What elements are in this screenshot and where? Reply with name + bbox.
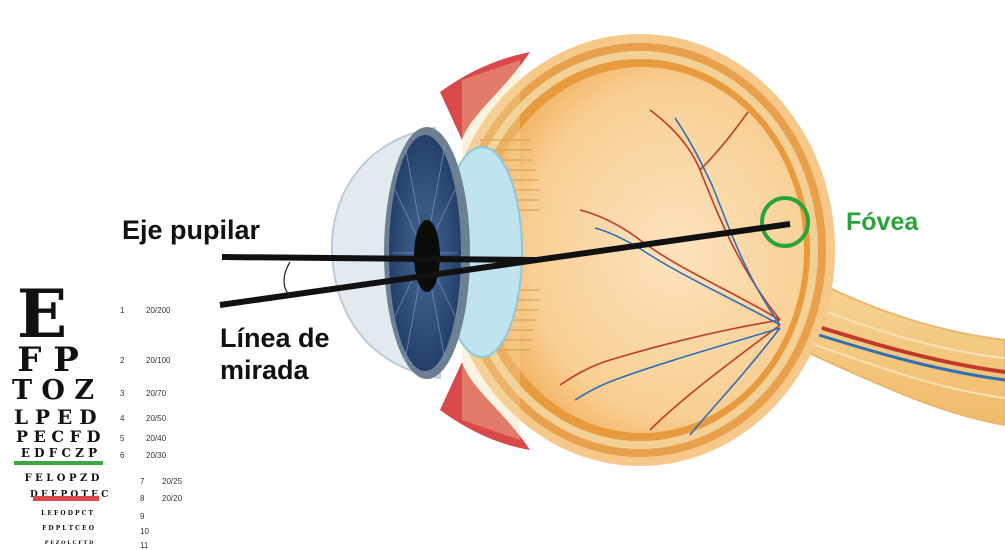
chart-row-number: 8 xyxy=(140,494,144,503)
chart-row-acuity: 20/200 xyxy=(146,306,170,315)
chart-row-number: 6 xyxy=(120,451,124,460)
chart-row-acuity: 20/40 xyxy=(146,434,166,443)
chart-row-letters: P E Z O L C F T D xyxy=(40,540,98,547)
chart-row-number: 10 xyxy=(140,527,149,536)
angle-kappa-arc xyxy=(284,262,290,296)
chart-row-number: 4 xyxy=(120,414,124,423)
chart-row-acuity: 20/25 xyxy=(162,477,182,486)
line-of-sight-label: Línea de mirada xyxy=(220,322,330,386)
pupillary-axis-line xyxy=(222,257,535,260)
iris xyxy=(384,127,470,379)
chart-row-letters: E xyxy=(10,280,74,348)
chart-row-number: 1 xyxy=(120,306,124,315)
chart-row-letters: L E F O D P C T xyxy=(34,510,100,518)
chart-row-acuity: 20/70 xyxy=(146,389,166,398)
chart-row-letters: L P E D xyxy=(14,406,96,428)
fovea-label: Fóvea xyxy=(846,208,918,237)
chart-row-number: 3 xyxy=(120,389,124,398)
chart-green-marker xyxy=(14,461,103,465)
chart-row-number: 2 xyxy=(120,356,124,365)
chart-row-letters: E D F C Z P xyxy=(16,446,102,460)
chart-row-acuity: 20/50 xyxy=(146,414,166,423)
chart-row-number: 5 xyxy=(120,434,124,443)
chart-row-acuity: 20/100 xyxy=(146,356,170,365)
chart-row-letters: F D P L T C E O xyxy=(38,525,98,533)
chart-row-letters: T O Z xyxy=(10,376,96,405)
chart-row-letters: F P xyxy=(12,342,84,378)
chart-row-number: 7 xyxy=(140,477,144,486)
chart-row-acuity: 20/30 xyxy=(146,451,166,460)
chart-row-number: 11 xyxy=(140,541,148,550)
chart-row-acuity: 20/20 xyxy=(162,494,182,503)
chart-row-letters: F E L O P Z D xyxy=(22,473,102,485)
chart-red-marker xyxy=(33,496,99,501)
chart-row-number: 9 xyxy=(140,512,144,521)
chart-row-letters: P E C F D xyxy=(16,428,100,446)
pupillary-axis-label: Eje pupilar xyxy=(122,215,260,246)
